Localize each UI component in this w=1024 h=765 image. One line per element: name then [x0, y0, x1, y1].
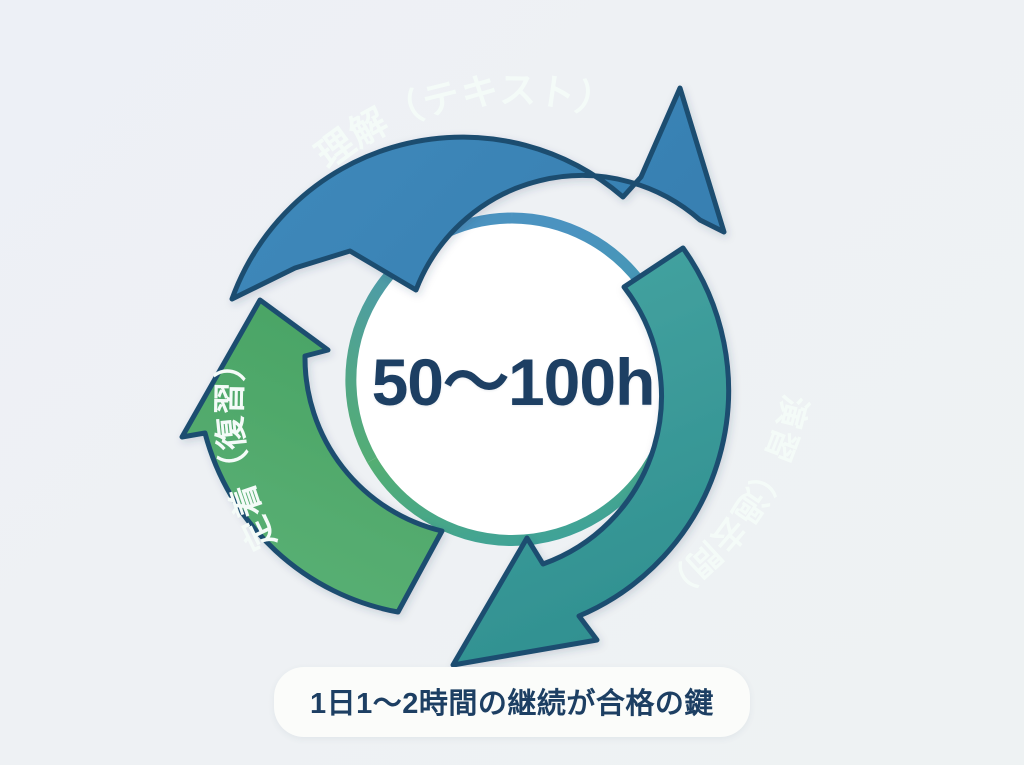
step-arrow-understand[interactable] [229, 85, 727, 302]
step-arrow-practice[interactable] [450, 245, 732, 668]
step-arrow-retain[interactable] [179, 297, 445, 615]
